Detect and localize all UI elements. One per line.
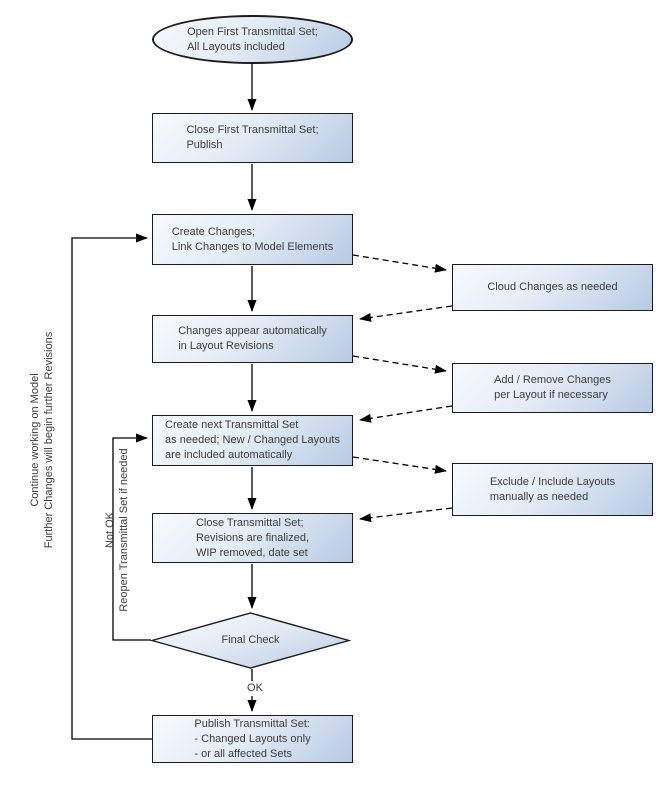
- node-open-first-transmittal-set: Open First Transmittal Set; All Layouts …: [152, 15, 353, 64]
- node-text-line: - or all affected Sets: [194, 747, 293, 760]
- node-text-line: in Layout Revisions: [178, 340, 274, 352]
- node-text-line: Cloud Changes as needed: [487, 281, 618, 293]
- node-text-line: Add / Remove Changes: [494, 374, 611, 386]
- node-text-line: WIP removed, date set: [195, 546, 308, 559]
- node-add-remove-changes: Add / Remove Changes per Layout if neces…: [452, 363, 653, 413]
- node-text-line: Changes appear automatically: [178, 325, 327, 337]
- node-changes-appear-automatically: Changes appear automatically in Layout R…: [152, 315, 353, 363]
- diamond-shape: [149, 612, 352, 669]
- node-text-line: Link Changes to Model Elements: [171, 240, 334, 253]
- edge-label-continue-working: Continue working on Model Further Change…: [28, 310, 56, 570]
- dashed-create-changes-to-cloud-changes: [352, 254, 447, 273]
- dashed-cloud-changes-to-changes-appear: [359, 305, 453, 322]
- node-text-line: Create next Transmittal Set: [165, 419, 299, 431]
- edge-label-not-ok-reopen: Not OK Reopen Transmittal Set if needed: [103, 430, 131, 630]
- node-text-line: Close Transmittal Set;: [195, 516, 304, 529]
- node-close-transmittal-set: Close Transmittal Set; Revisions are fin…: [152, 513, 353, 563]
- node-text-line: as needed; New / Changed Layouts: [165, 434, 340, 446]
- node-text-line: - Changed Layouts only: [194, 732, 311, 745]
- node-close-first-transmittal-set: Close First Transmittal Set; Publish: [152, 113, 353, 163]
- node-text-line: All Layouts included: [187, 40, 285, 53]
- edge-label-line: Further Changes will begin further Revis…: [43, 331, 55, 549]
- node-text-line: Create Changes;: [171, 225, 255, 238]
- edge-label-line: Reopen Transmittal Set if needed: [118, 448, 130, 612]
- edge-label-ok: OK: [238, 681, 272, 696]
- node-text-line: are included automatically: [165, 449, 293, 461]
- loop-continue-working-on-model: [71, 233, 152, 740]
- node-exclude-include-layouts: Exclude / Include Layouts manually as ne…: [452, 463, 653, 516]
- node-text-line: Close First Transmittal Set;: [186, 124, 319, 136]
- edge-label-line: Continue working on Model: [29, 373, 41, 507]
- node-create-next-transmittal-set: Create next Transmittal Set as needed; N…: [152, 415, 353, 466]
- node-final-check-diamond: [149, 612, 352, 669]
- node-text-line: Exclude / Include Layouts: [489, 475, 616, 488]
- loop-not-ok-reopen-set: [112, 433, 151, 641]
- dashed-add-remove-to-create-next: [359, 405, 453, 423]
- node-final-check-label: Final Check: [150, 612, 351, 669]
- dashed-create-next-to-exclude-include: [352, 456, 447, 474]
- dashed-exclude-include-to-close-set: [359, 507, 453, 523]
- node-text-line: manually as needed: [489, 490, 589, 503]
- node-cloud-changes: Cloud Changes as needed: [452, 264, 653, 311]
- edge-label-line: Not OK: [104, 511, 116, 549]
- node-text-line: Revisions are finalized,: [195, 531, 310, 544]
- node-create-changes: Create Changes; Link Changes to Model El…: [152, 214, 353, 265]
- node-publish-transmittal-set: Publish Transmittal Set: - Changed Layou…: [152, 715, 353, 763]
- node-text-line: Publish Transmittal Set:: [194, 717, 310, 730]
- node-text-line: Open First Transmittal Set;: [187, 25, 318, 38]
- dashed-changes-appear-to-add-remove: [352, 355, 447, 374]
- node-text-line: per Layout if necessary: [494, 389, 608, 401]
- node-text-line: Publish: [186, 139, 223, 151]
- node-text-line: Final Check: [221, 634, 280, 646]
